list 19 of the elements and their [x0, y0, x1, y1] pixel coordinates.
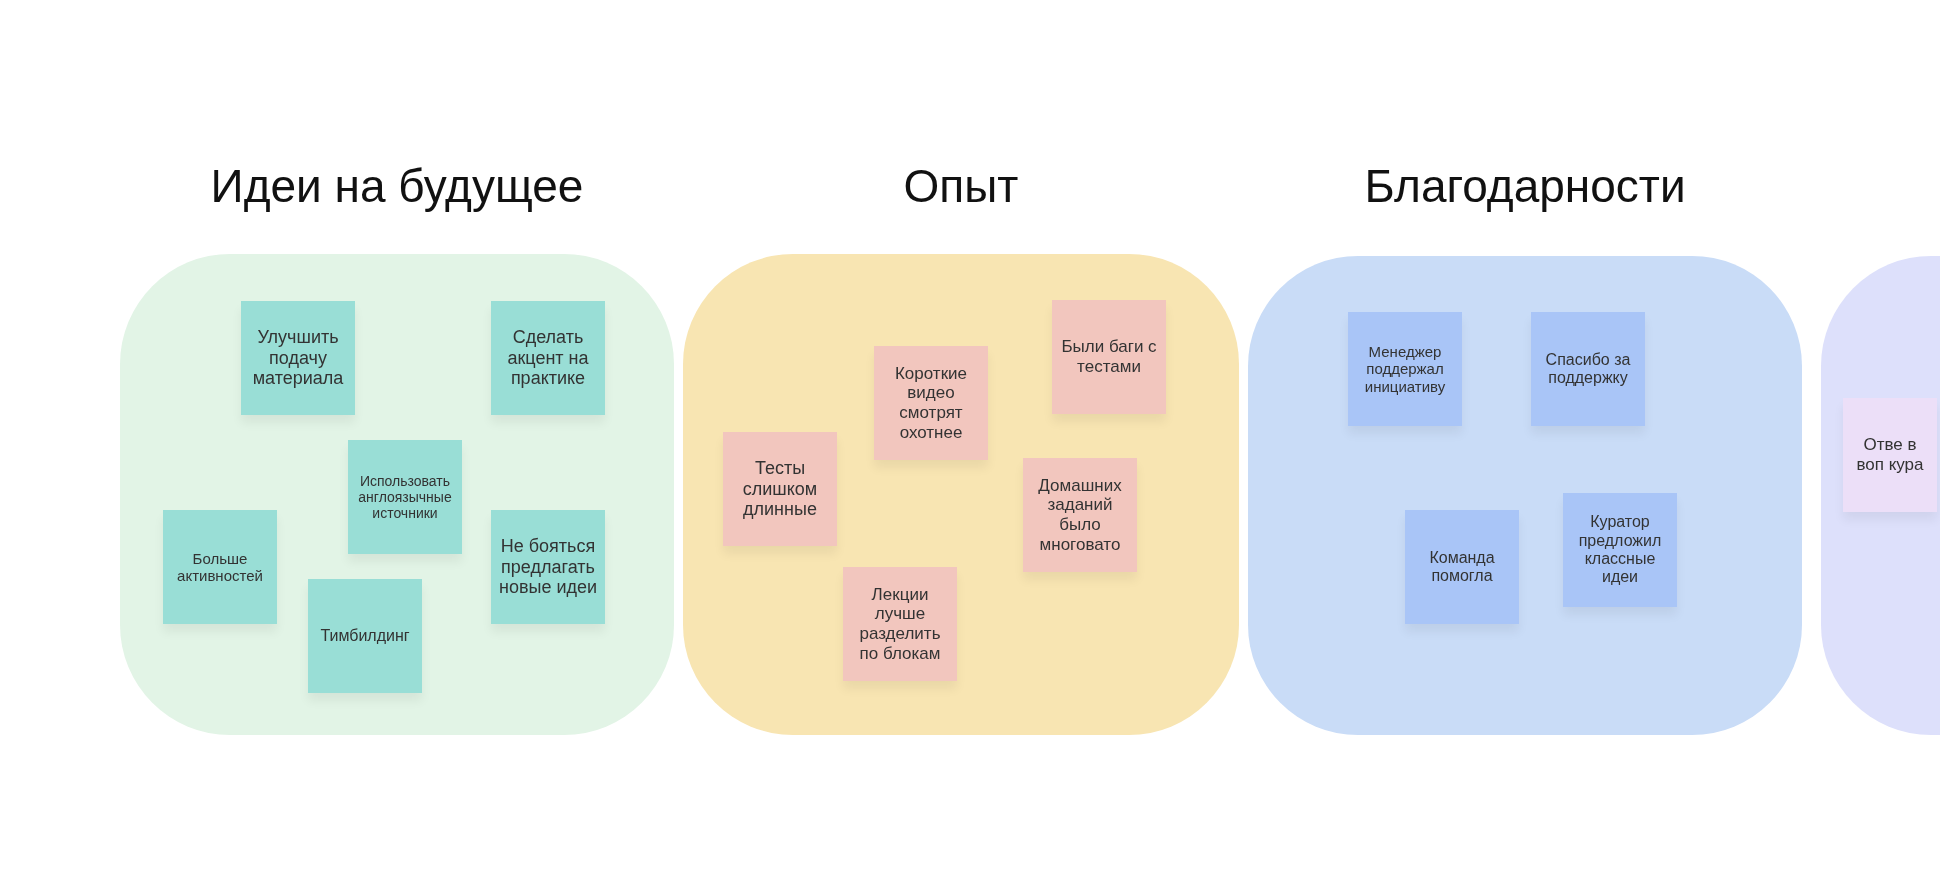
sticky-note: Отве в воп кура	[1843, 398, 1937, 512]
sticky-note: Куратор предложил классные идеи	[1563, 493, 1677, 607]
sticky-note: Не бояться предлагать новые идеи	[491, 510, 605, 624]
sticky-note: Улучшить подачу материала	[241, 301, 355, 415]
sticky-note: Домашних заданий было многовато	[1023, 458, 1137, 572]
sticky-note: Менеджер поддержал инициативу	[1348, 312, 1462, 426]
sticky-note: Спасибо за поддержку	[1531, 312, 1645, 426]
sticky-note: Сделать акцент на практике	[491, 301, 605, 415]
sticky-note: Больше активностей	[163, 510, 277, 624]
column-heading: Опыт	[902, 159, 1020, 213]
column-heading: Идеи на будущее	[209, 159, 585, 213]
sticky-note: Тимбилдинг	[308, 579, 422, 693]
sticky-note: Команда помогла	[1405, 510, 1519, 624]
sticky-note: Использовать англоязычные источники	[348, 440, 462, 554]
column-heading: Благодарности	[1363, 159, 1687, 213]
sticky-note: Лекции лучше разделить по блокам	[843, 567, 957, 681]
sticky-note: Короткие видео смотрят охотнее	[874, 346, 988, 460]
sticky-note: Тесты слишком длинные	[723, 432, 837, 546]
sticky-note: Были баги с тестами	[1052, 300, 1166, 414]
